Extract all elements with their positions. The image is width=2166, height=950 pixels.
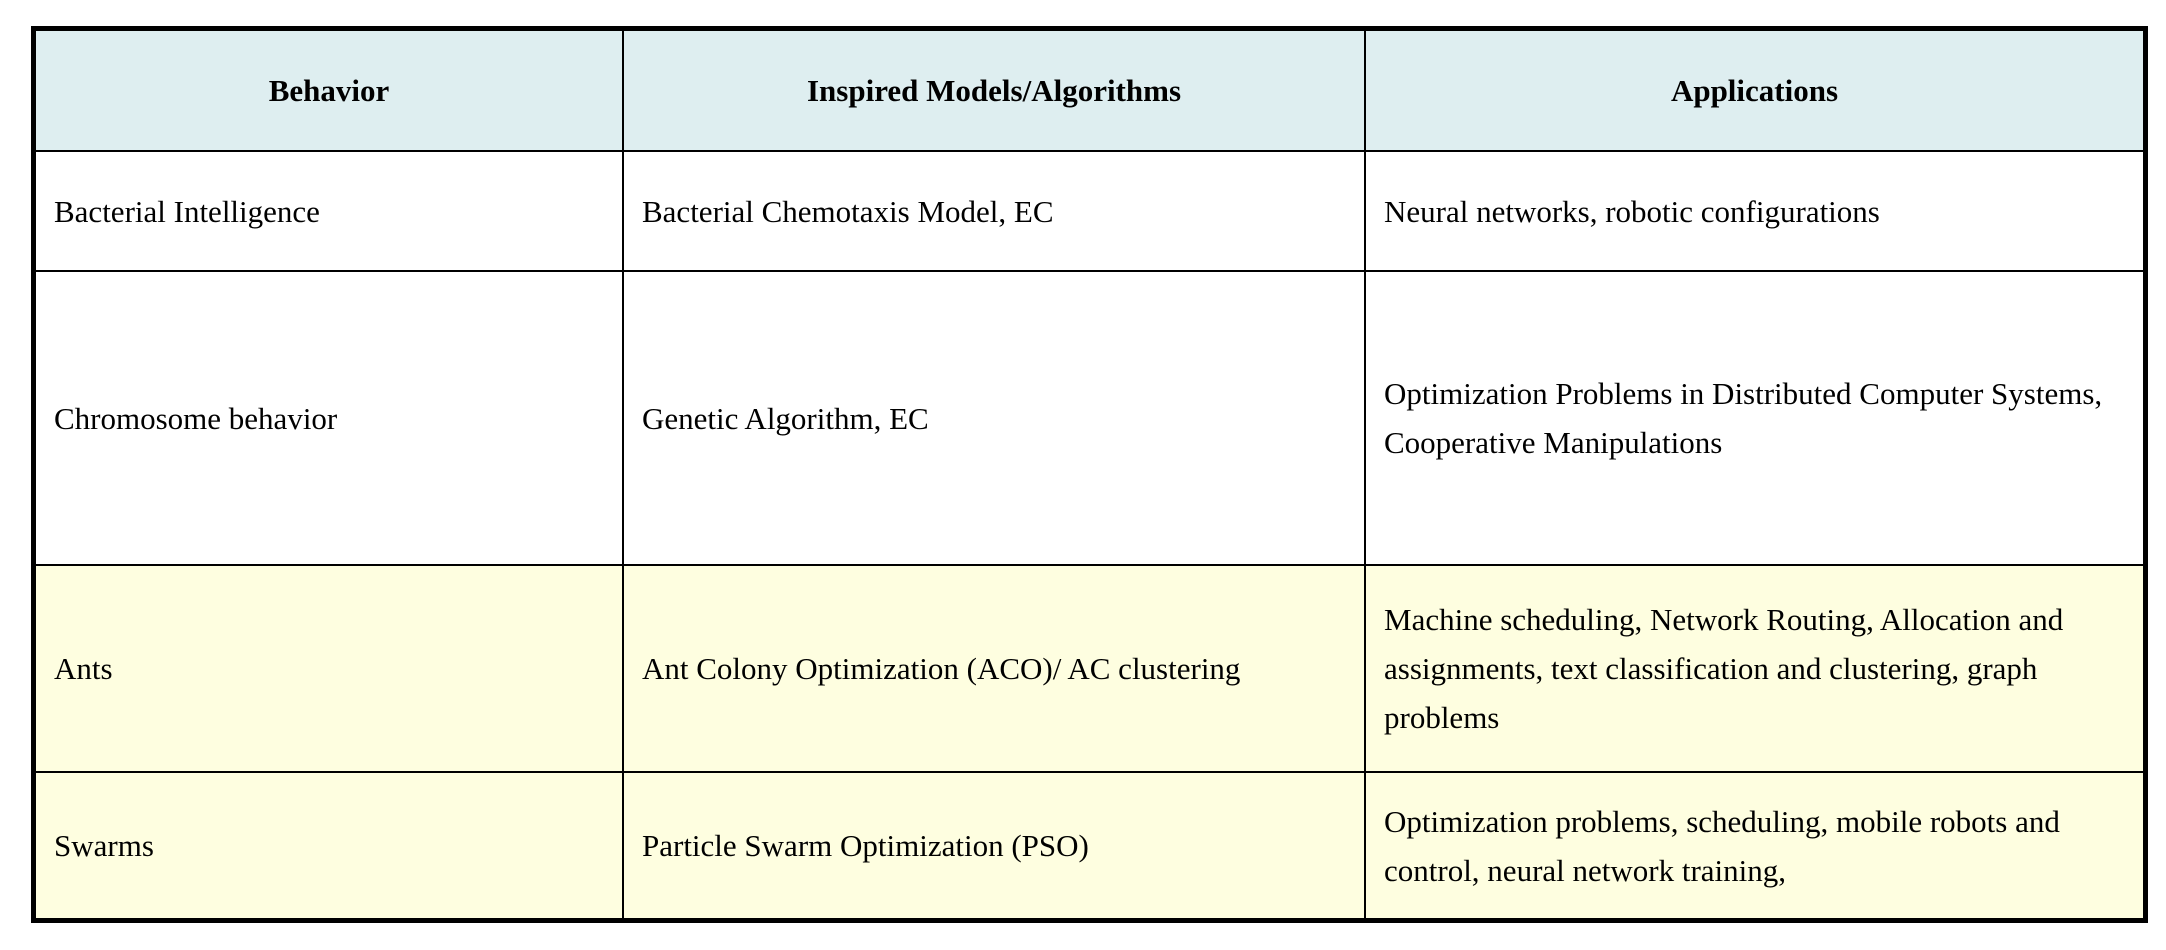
cell-models: Bacterial Chemotaxis Model, EC	[622, 150, 1366, 272]
cell-models: Ant Colony Optimization (ACO)/ AC cluste…	[622, 564, 1366, 773]
cell-models: Genetic Algorithm, EC	[622, 270, 1366, 566]
table-row: Bacterial Intelligence Bacterial Chemota…	[36, 150, 2143, 272]
cell-applications: Neural networks, robotic configurations	[1364, 150, 2143, 272]
table-row: Chromosome behavior Genetic Algorithm, E…	[36, 270, 2143, 566]
header-applications: Applications	[1364, 31, 2143, 152]
cell-models: Particle Swarm Optimization (PSO)	[622, 771, 1366, 918]
header-row: Behavior Inspired Models/Algorithms Appl…	[36, 31, 2143, 152]
cell-behavior: Ants	[36, 564, 624, 773]
cell-behavior: Swarms	[36, 771, 624, 918]
cell-applications: Machine scheduling, Network Routing, All…	[1364, 564, 2143, 773]
table-row: Swarms Particle Swarm Optimization (PSO)…	[36, 771, 2143, 918]
comparison-table: Behavior Inspired Models/Algorithms Appl…	[36, 31, 2143, 918]
comparison-table-container: Behavior Inspired Models/Algorithms Appl…	[31, 26, 2148, 923]
table-header: Behavior Inspired Models/Algorithms Appl…	[36, 31, 2143, 152]
cell-applications: Optimization Problems in Distributed Com…	[1364, 270, 2143, 566]
cell-behavior: Chromosome behavior	[36, 270, 624, 566]
table-row: Ants Ant Colony Optimization (ACO)/ AC c…	[36, 564, 2143, 773]
header-behavior: Behavior	[36, 31, 624, 152]
header-inspired-models: Inspired Models/Algorithms	[622, 31, 1366, 152]
table-body: Bacterial Intelligence Bacterial Chemota…	[36, 150, 2143, 918]
cell-behavior: Bacterial Intelligence	[36, 150, 624, 272]
cell-applications: Optimization problems, scheduling, mobil…	[1364, 771, 2143, 918]
